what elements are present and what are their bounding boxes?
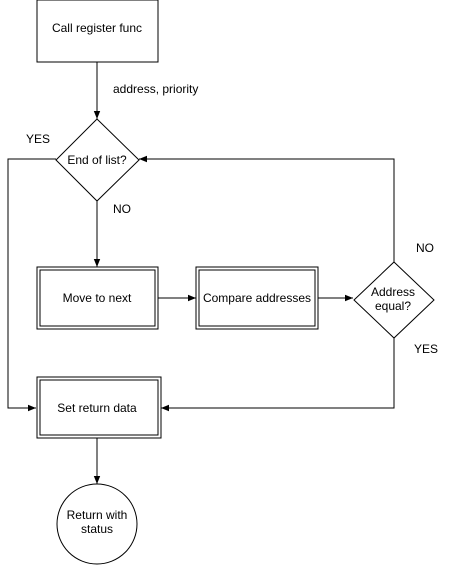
edge-equal-yes xyxy=(161,338,395,412)
edge-label-address-priority: address, priority xyxy=(113,82,198,96)
edge-end-yes xyxy=(7,158,56,412)
node-compare-addresses-label: Compare addresses xyxy=(203,291,311,305)
node-end-of-list: End of list? xyxy=(55,118,140,202)
node-move-to-next: Move to next xyxy=(36,266,159,330)
node-set-return-data: Set return data xyxy=(36,376,162,439)
node-compare-addresses: Compare addresses xyxy=(195,266,319,330)
edge-label-end-no: NO xyxy=(113,202,131,216)
edge-label-equal-yes: YES xyxy=(414,342,438,356)
edge-label-end-yes: YES xyxy=(26,132,50,146)
node-address-equal-label-line2: equal? xyxy=(375,299,411,313)
node-set-return-data-label: Set return data xyxy=(57,401,137,415)
node-end-of-list-label: End of list? xyxy=(67,153,127,167)
edges xyxy=(7,62,395,484)
node-return-with-status-label-line1: Return with xyxy=(67,508,128,522)
node-return-with-status-label-line2: status xyxy=(81,522,113,536)
edge-equal-no-loop xyxy=(139,155,395,262)
node-address-equal: Address equal? xyxy=(353,261,435,339)
node-return-with-status: Return with status xyxy=(56,483,138,565)
edge-label-equal-no: NO xyxy=(416,241,434,255)
node-address-equal-label-line1: Address xyxy=(371,285,415,299)
node-move-to-next-label: Move to next xyxy=(63,291,132,305)
node-call-register: Call register func xyxy=(36,0,159,63)
node-call-register-label: Call register func xyxy=(52,21,142,35)
